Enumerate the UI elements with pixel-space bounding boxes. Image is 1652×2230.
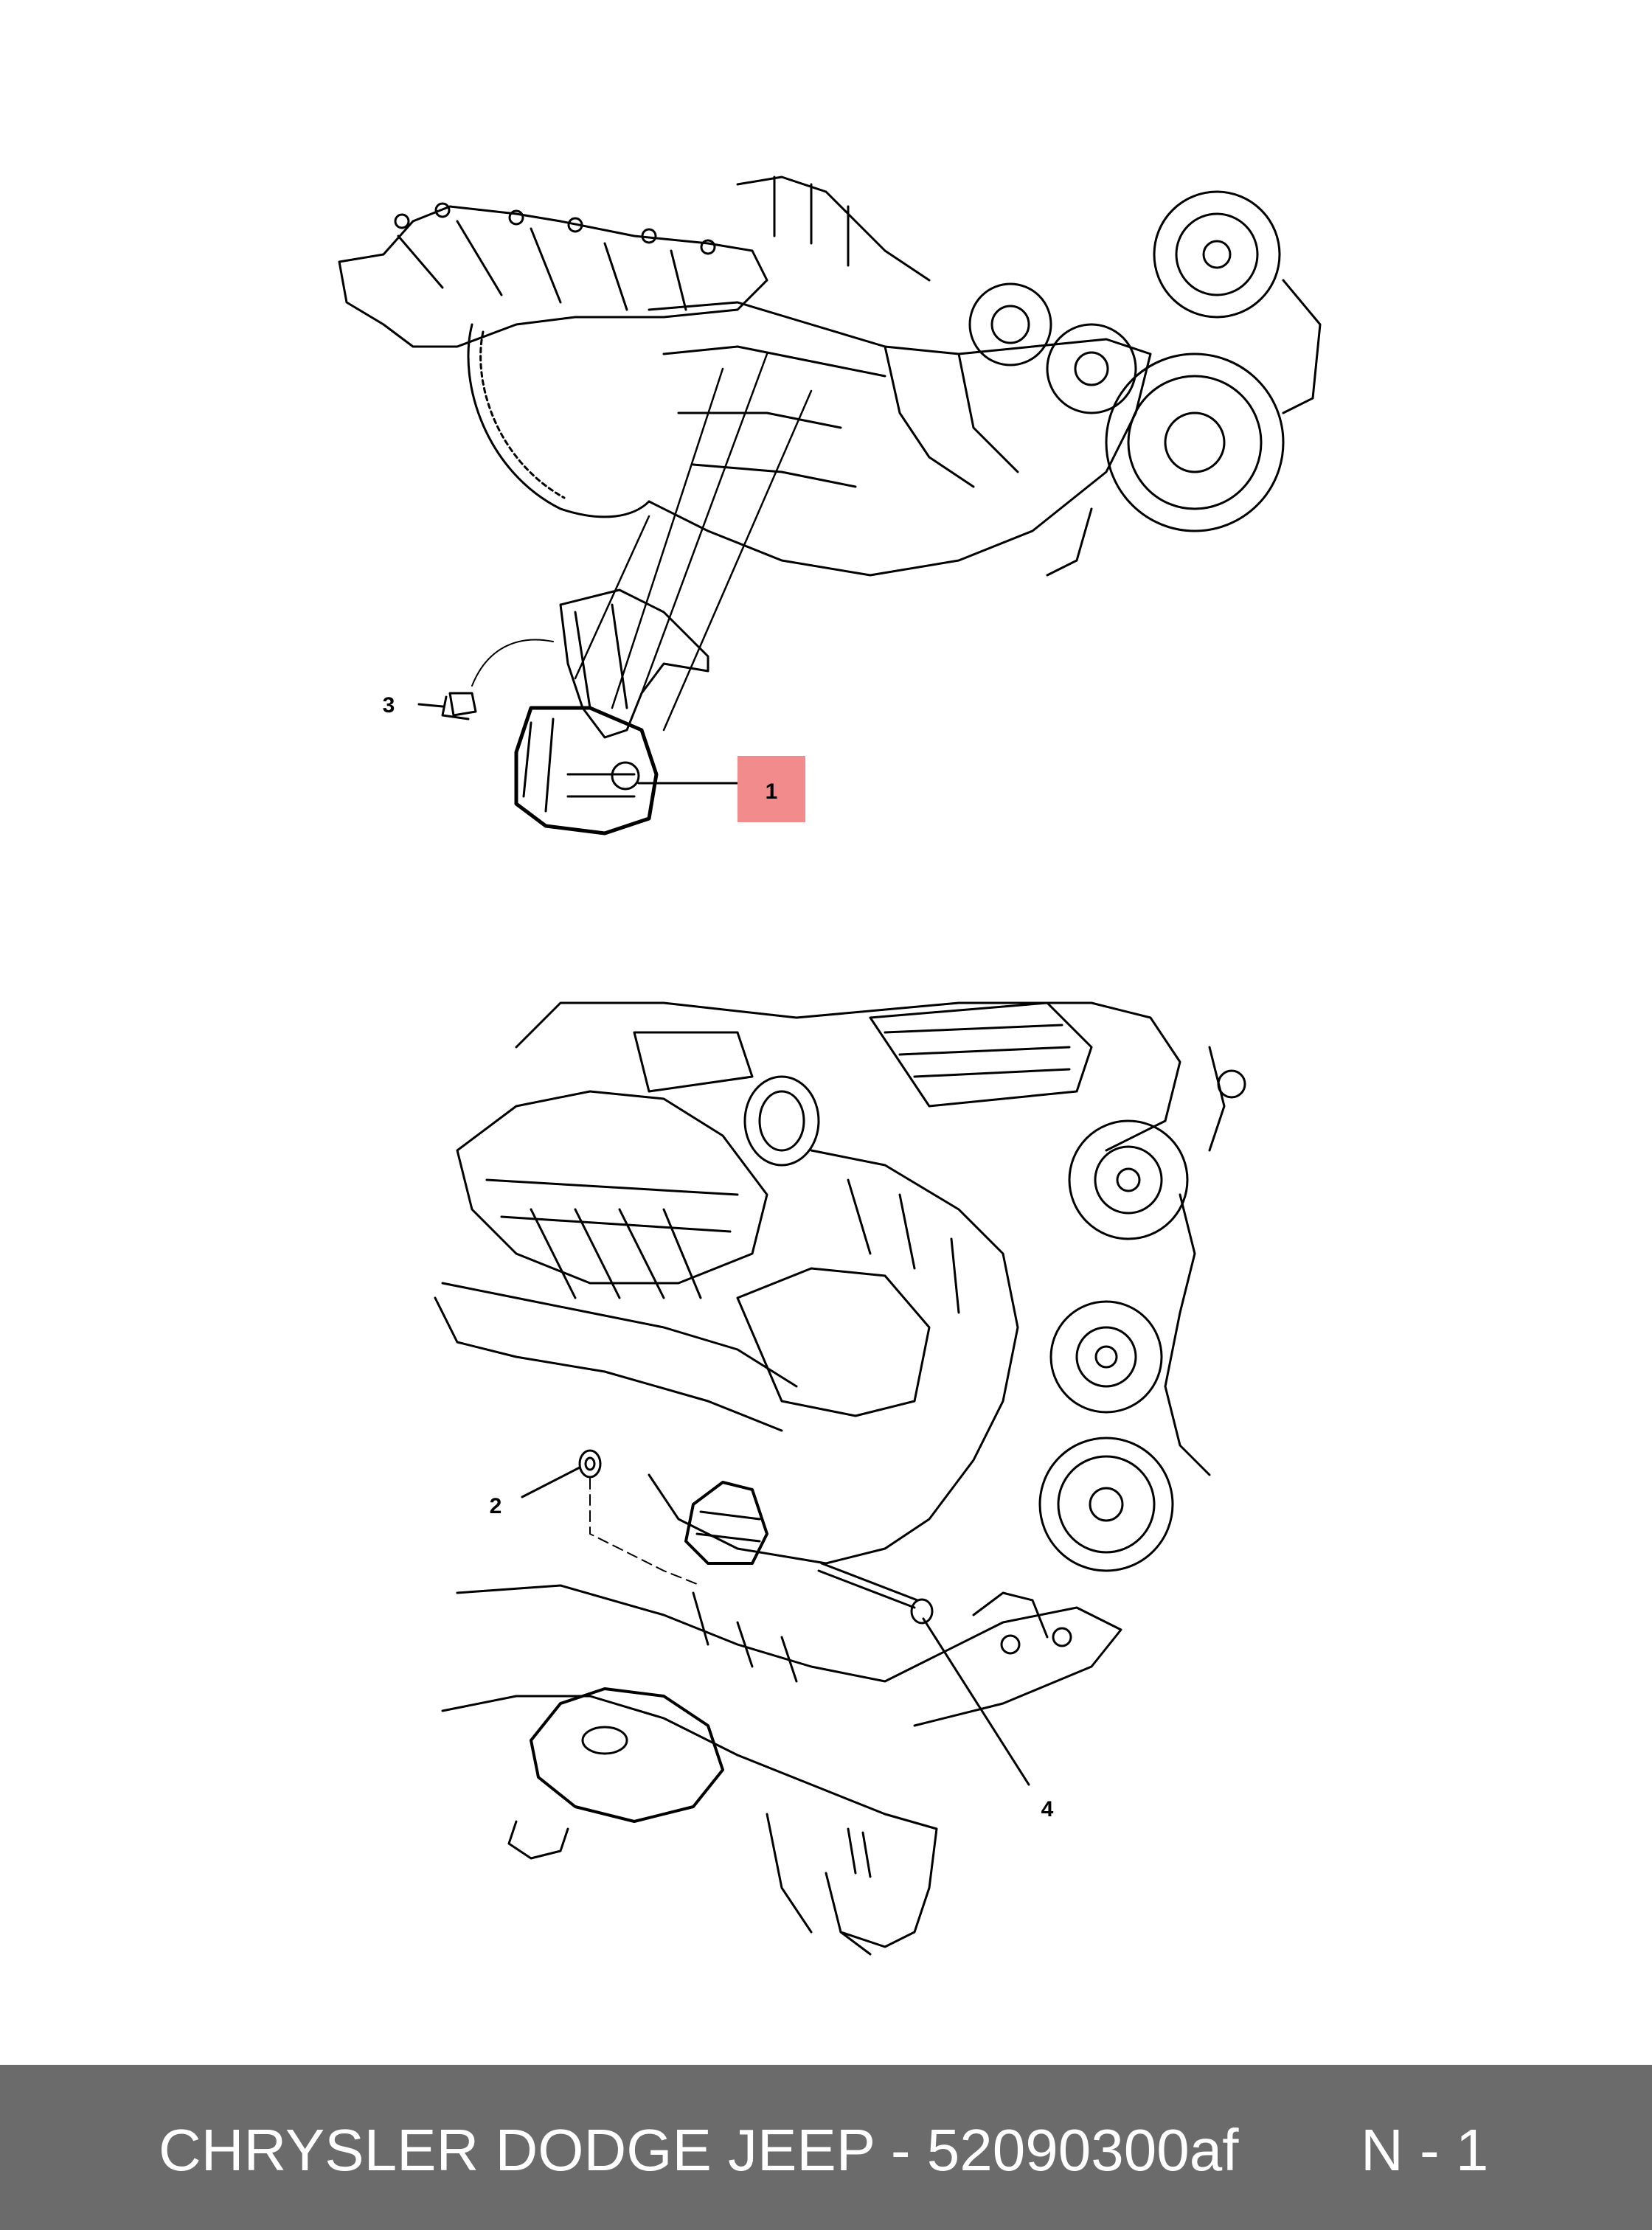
exhaust-manifold xyxy=(338,202,768,348)
intake-plenum xyxy=(515,1001,1181,1167)
parts-diagram: 1 2 3 4 xyxy=(338,176,1322,1956)
engine-mount-installed xyxy=(684,1481,768,1565)
frame-crossmember xyxy=(441,1584,1122,1956)
callout-4: 4 xyxy=(1041,1797,1054,1821)
accessory-drive xyxy=(1038,1046,1246,1572)
alignment-lines xyxy=(574,352,813,732)
footer-page-number: N - 1 xyxy=(1361,2117,1489,2183)
callout-1-highlight xyxy=(738,756,805,822)
bolt-part-3 xyxy=(441,639,554,720)
leader-lines-top xyxy=(417,703,739,785)
flywheel xyxy=(467,323,650,518)
bottom-engine-illustration xyxy=(434,1001,1246,1956)
callout-1: 1 xyxy=(766,779,778,804)
through-bolt-part-4 xyxy=(817,1562,934,1625)
valve-cover xyxy=(434,1090,798,1432)
front-pulleys xyxy=(968,190,1322,577)
callout-2: 2 xyxy=(490,1494,502,1518)
engine-block-front xyxy=(648,1149,1019,1565)
footer-bar xyxy=(0,2065,1652,2230)
top-engine-illustration xyxy=(338,176,1322,836)
engine-block xyxy=(648,176,1152,577)
engine-mount xyxy=(514,588,709,836)
callout-3: 3 xyxy=(383,693,395,718)
washer-part-2 xyxy=(578,1449,701,1586)
footer-title: CHRYSLER DODGE JEEP - 52090300af xyxy=(159,2117,1239,2183)
leader-lines-bottom xyxy=(521,1466,1030,1786)
